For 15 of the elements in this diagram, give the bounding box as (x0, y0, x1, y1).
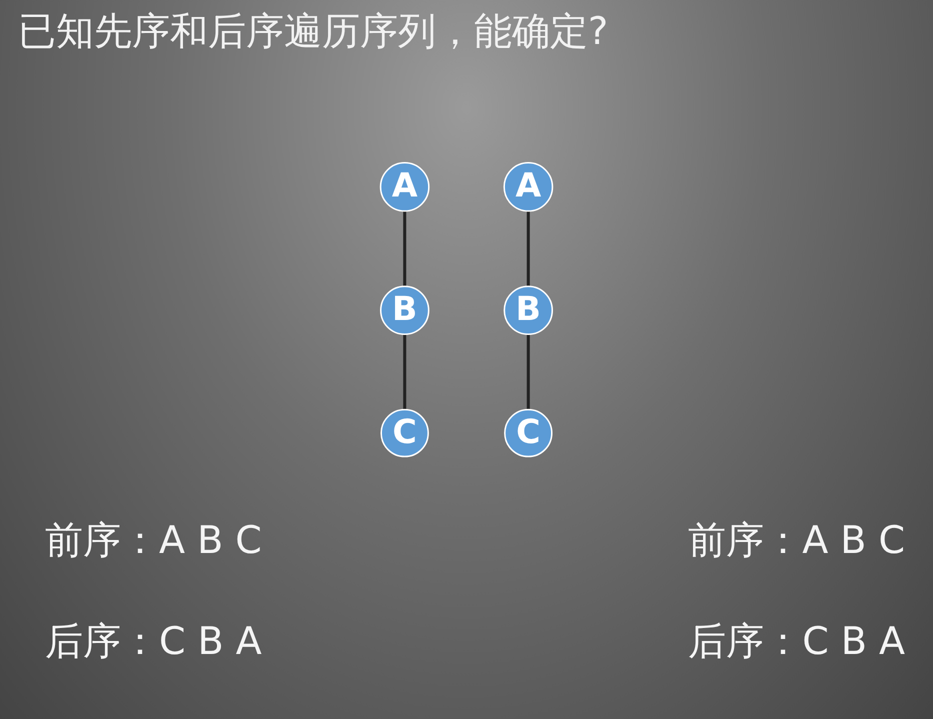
traversal-sequence-text: 后序：C B A (45, 618, 262, 665)
node-circle: A (503, 162, 554, 212)
traversal-sequence-text: 后序：C B A (688, 618, 905, 665)
connector (403, 211, 406, 286)
node-circle: B (504, 286, 553, 336)
title: 已知先序和后序遍历序列，能确定? (18, 8, 608, 55)
node-circle: C (504, 408, 553, 458)
traversal-sequence-text: 前序：A B C (688, 517, 905, 564)
node-circle: C (380, 408, 429, 458)
node-circle: A (380, 162, 430, 212)
connector (403, 334, 406, 410)
node-circle: B (380, 286, 430, 336)
connector (526, 211, 530, 286)
traversal-sequence-text: 前序：A B C (45, 517, 262, 564)
connector (526, 334, 530, 410)
